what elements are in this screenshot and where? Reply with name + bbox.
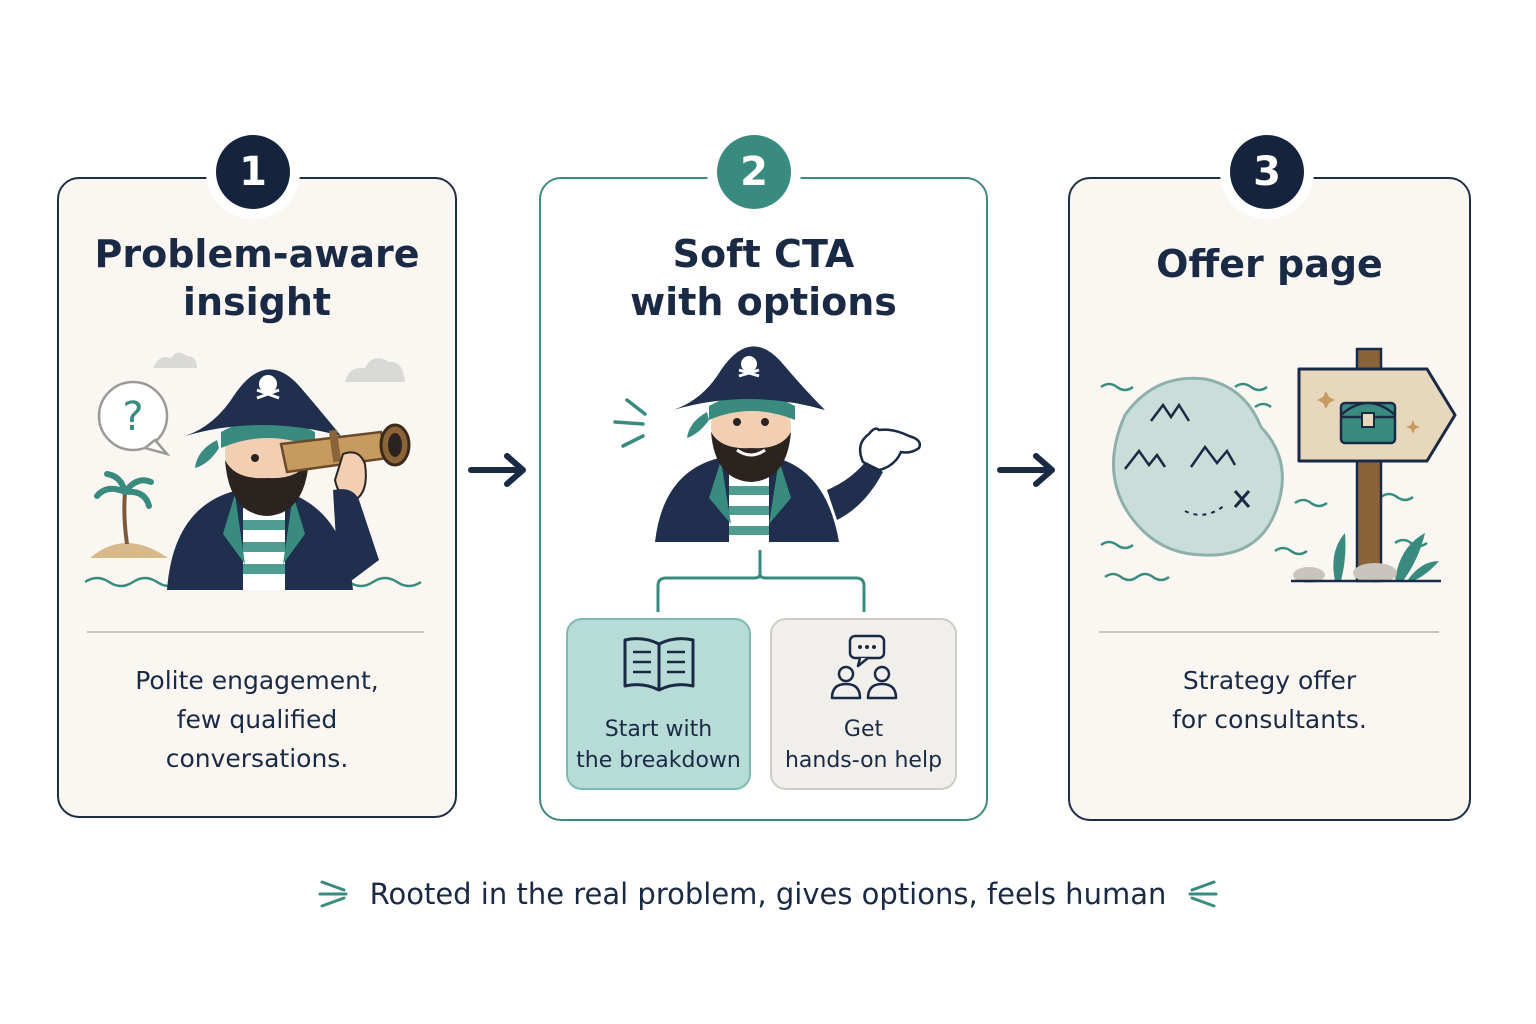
card-divider-3 <box>1099 631 1439 633</box>
treasure-chest-icon <box>1339 401 1397 445</box>
svg-text:?: ? <box>122 394 143 440</box>
question-bubble-icon: ? <box>97 380 171 457</box>
map-island-icon <box>1112 376 1284 557</box>
people-chat-icon <box>830 634 897 700</box>
pirate-gesturing-illustration <box>613 346 922 542</box>
option-get-hands-on-help[interactable]: Get hands-on help <box>770 618 957 790</box>
treasure-map-signpost-illustration <box>1100 347 1457 583</box>
step-title-2: Soft CTA with options <box>630 232 897 324</box>
step-description-1: Polite engagement, few qualified convers… <box>135 666 379 773</box>
arrow-right-icon <box>997 453 1055 487</box>
option-label-2: Get hands-on help <box>784 717 943 773</box>
card-divider-1 <box>87 631 424 633</box>
step-number-badge-3: 3 <box>1230 135 1304 209</box>
step-number-badge-2: 2 <box>717 135 791 209</box>
spyglass-icon <box>279 423 411 474</box>
step-number-badge-1: 1 <box>216 135 290 209</box>
options-branch-connector <box>656 550 866 612</box>
emphasis-lines-left-icon <box>318 880 348 908</box>
open-book-icon <box>623 637 694 692</box>
step-title-3: Offer page <box>1156 242 1383 286</box>
option-start-with-breakdown[interactable]: Start with the breakdown <box>566 618 751 790</box>
option-label-1: Start with the breakdown <box>576 717 741 773</box>
footer-text: Rooted in the real problem, gives option… <box>369 877 1167 911</box>
step-title-1: Problem-aware insight <box>94 232 420 324</box>
arrow-right-icon <box>468 453 526 487</box>
step-description-3: Strategy offer for consultants. <box>1172 666 1367 734</box>
footer-tagline: Rooted in the real problem, gives option… <box>0 876 1536 912</box>
emphasis-lines-right-icon <box>1188 880 1218 908</box>
pirate-spyglass-illustration: ? <box>85 352 422 590</box>
